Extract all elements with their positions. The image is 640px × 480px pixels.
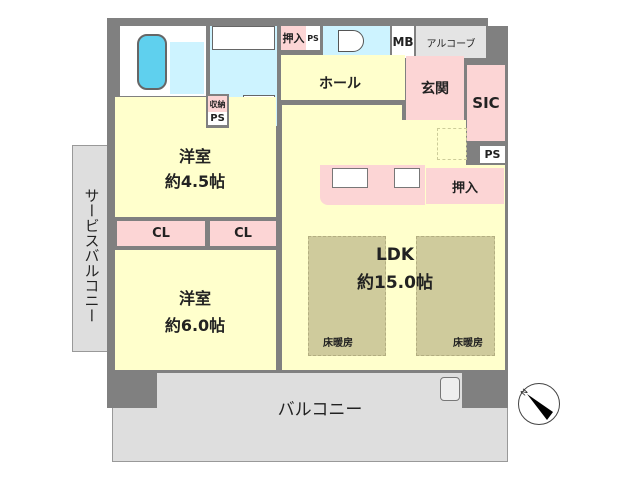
wall (462, 370, 508, 408)
room-size: 約15.0帖 (357, 272, 433, 293)
western-room-1 (115, 97, 276, 217)
bath-floor (170, 42, 204, 94)
hall-label: ホール (319, 76, 361, 92)
entrance: 玄関 (406, 56, 464, 120)
compass-icon (518, 383, 560, 425)
sink-icon (212, 26, 275, 50)
room-size: 約4.5帖 (164, 172, 226, 191)
kitchen-sink-icon (332, 168, 368, 188)
shoes-in-closet: SIC (467, 65, 505, 141)
mb-label: MB (392, 26, 414, 58)
faucet-icon (440, 377, 460, 401)
floor-heating-1 (308, 236, 386, 356)
alcove: アルコーブ (416, 26, 486, 58)
room-name: 洋室 (178, 147, 211, 166)
western-room-2 (115, 250, 276, 370)
balcony-label: バルコニー (277, 399, 363, 420)
bathtub-icon (137, 34, 167, 90)
gap (488, 18, 508, 26)
service-balcony-label: サービスバルコニー (82, 187, 101, 323)
floor-heating-label: 床暖房 (323, 337, 353, 349)
fridge-space (437, 128, 467, 160)
room-size: 約6.0帖 (164, 316, 226, 335)
ps-label: PS (480, 146, 505, 163)
ps-label: PS (208, 112, 227, 125)
closet-top: 押入 (281, 26, 306, 50)
room-name: LDK (375, 245, 415, 265)
stove-icon (394, 168, 420, 188)
wall (107, 370, 157, 408)
floor-heating-2 (416, 236, 495, 356)
closet-cl-2: CL (210, 221, 276, 246)
closet-ldk: 押入 (426, 168, 504, 204)
toilet-icon (338, 30, 364, 52)
floor-heating-label: 床暖房 (453, 337, 483, 349)
ps-label: PS (306, 26, 320, 50)
closet-cl-1: CL (117, 221, 205, 246)
room-name: 洋室 (178, 289, 211, 308)
storage: 収納 (208, 96, 227, 112)
hall (281, 55, 405, 100)
